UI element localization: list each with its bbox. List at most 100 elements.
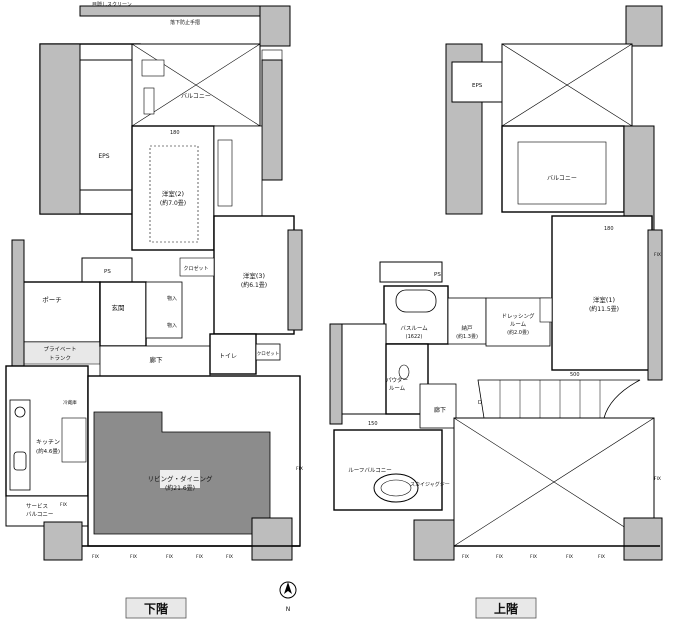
upper-floor-label: 上階 [494, 601, 518, 616]
lower-fix-6: FIX [60, 502, 67, 508]
dressing-ps [539, 297, 553, 323]
upper-right-upper-wall [623, 125, 655, 231]
powder-label-2: ルーム [389, 385, 406, 392]
upper-fix-3: FIX [530, 554, 537, 560]
entrance-storage [145, 281, 183, 339]
lower-fix-5: FIX [226, 554, 233, 560]
jacuzzi-inner [380, 479, 412, 497]
balcony-ac-unit [141, 59, 165, 77]
porch-label: ポーチ [42, 296, 62, 304]
bedroom3-label: 洋室(3) [243, 271, 265, 280]
compass-north-label: N [286, 606, 291, 613]
dressing-area: (約2.0畳) [507, 329, 529, 336]
bathroom-label: バスルーム [400, 325, 428, 332]
bathtub-icon [395, 289, 437, 313]
upper-eps-box [451, 61, 503, 103]
upper-void-cross-b [501, 43, 633, 127]
upper-top-right-column [625, 5, 663, 47]
upper-hall [419, 383, 457, 429]
upper-floor-label-box [475, 597, 537, 619]
lower-left-mid-wall [11, 239, 25, 371]
lower-left-upper-wall [39, 43, 81, 215]
dressing-room [485, 297, 551, 347]
hall-closet-label: クロゼット [257, 350, 280, 357]
upper-storage [447, 297, 487, 345]
upper-fix-2: FIX [496, 554, 503, 560]
lower-hall [99, 345, 211, 377]
lower-eps-label: EPS [98, 153, 109, 160]
entrance-label: 玄関 [112, 303, 125, 312]
dim-500: 500 [570, 372, 580, 378]
lower-balcony-label: バルコニー [181, 93, 211, 100]
jacuzzi-label: スカイジャグジー [410, 481, 450, 488]
balcony-unit [143, 87, 155, 115]
sink-icon [13, 451, 27, 471]
bedroom2-room [131, 125, 215, 251]
lower-right-mid-wall [287, 229, 303, 331]
upper-hall-label: 廊下 [434, 406, 446, 414]
dressing-label-1: ドレッシング [501, 312, 535, 320]
upper-left-mid-wall [329, 323, 343, 425]
service-balcony-label-2: バルコニー [26, 511, 53, 518]
lower-floor-label-box [125, 597, 187, 619]
hall-closet [255, 343, 281, 361]
bedroom1-label: 洋室(1) [593, 295, 615, 304]
kitchen-shelf [61, 417, 87, 463]
powder-label-1: パウダー [386, 376, 408, 384]
lower-fix-2: FIX [130, 554, 137, 560]
storage-label-b: 物入 [167, 322, 177, 329]
north-arrow-icon [284, 582, 292, 594]
upper-bottom-left-column [413, 519, 455, 561]
bathroom-size: (1622) [406, 334, 423, 340]
bedroom2-area: (約7.0畳) [160, 199, 186, 207]
upper-balcony-inner [517, 141, 607, 205]
upper-storage-area: (約1.3畳) [456, 333, 478, 340]
lower-ps-label: PS [104, 269, 111, 275]
living-area: (約21.6畳) [165, 484, 195, 492]
roof-balcony-label: ルーフバルコニー [348, 467, 392, 474]
upper-right-mid-wall [647, 229, 663, 381]
north-compass: N [279, 581, 297, 613]
toilet-icon [398, 364, 410, 380]
lower-bottom-right-column [251, 517, 293, 561]
bedroom2-label: 洋室(2) [162, 189, 184, 198]
bedroom1-area: (約11.5畳) [589, 305, 619, 313]
kitchen-label: キッチン [36, 439, 60, 446]
service-balcony [5, 495, 89, 527]
upper-void-cross-d [453, 417, 655, 547]
living-label: リビング・ダイニング [148, 474, 214, 483]
upper-bottom-right-column [623, 517, 663, 561]
bedroom3-closet [179, 257, 215, 277]
lower-floor-label: 下階 [144, 601, 168, 616]
upper-fix-1: FIX [462, 554, 469, 560]
storage-label-a: 物入 [167, 295, 177, 302]
upper-ps-box [379, 261, 443, 283]
fridge-label: 冷蔵庫 [63, 399, 77, 406]
window-screen-label: 目隠しスクリーン [92, 1, 132, 8]
dressing-label-2: ルーム [510, 321, 527, 328]
upper-fix-4: FIX [566, 554, 573, 560]
entrance-area [99, 281, 147, 347]
upper-fix-6: FIX [654, 252, 661, 258]
kitchen-area: (約4.6畳) [36, 447, 60, 455]
bedroom1-dim-180: 180 [604, 226, 614, 232]
lower-fix-7: FIX [296, 466, 303, 472]
upper-storage-label: 納戸 [461, 324, 473, 332]
stove-burner-icon [14, 406, 26, 418]
upper-stair-treads [499, 380, 601, 418]
porch-area [19, 281, 101, 343]
bedroom1-room [551, 215, 653, 371]
upper-stairs [477, 379, 641, 419]
lower-closet-unit [217, 139, 233, 207]
bedroom2-dim-180: 180 [170, 130, 180, 136]
upper-eps-label: EPS [472, 83, 483, 89]
bedroom3-area: (約6.1畳) [241, 281, 267, 289]
toilet-room [209, 333, 257, 375]
private-trunk-label-1: プライベート [43, 346, 76, 353]
lower-hall-label: 廊下 [150, 355, 164, 364]
upper-fall-prevention-label: 落下防止手摺 [170, 19, 200, 26]
upper-fix-5: FIX [598, 554, 605, 560]
upper-floor-plan: EPS バルコニー 洋室(1) (約11.5畳) 180 PS バスルーム (1… [329, 5, 663, 561]
toilet-label: トイレ [219, 353, 237, 360]
